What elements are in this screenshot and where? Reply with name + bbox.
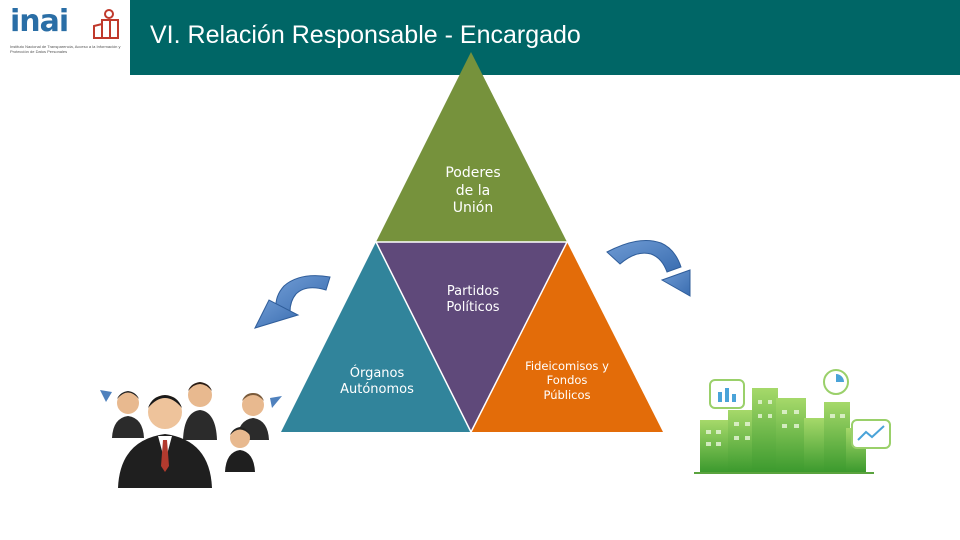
inai-logo: inai Instituto Nacional de Transparencia…	[0, 0, 130, 75]
header-bar: VI. Relación Responsable - Encargado	[130, 0, 960, 75]
city-buildings-icon	[694, 369, 891, 474]
label-fideicomisos-y-fondos-publicos: Fideicomisos y Fondos Públicos	[525, 359, 609, 402]
logo-wordmark: inai	[10, 4, 69, 39]
pie-chart-bubble-icon	[823, 369, 849, 395]
label-poderes-de-la-union: Poderes de la Unión	[445, 165, 501, 216]
page-title: VI. Relación Responsable - Encargado	[150, 21, 581, 49]
logo-fine-print: Instituto Nacional de Transparencia, Acc…	[10, 44, 121, 54]
pyramid-right-segment	[471, 242, 663, 432]
pyramid-center-segment	[376, 242, 567, 432]
business-people-icon	[100, 382, 282, 488]
label-organos-autonomos: Órganos Autónomos	[340, 366, 414, 398]
pyramid-left-segment	[281, 242, 471, 432]
line-chart-bubble-icon	[851, 419, 891, 449]
label-partidos-politicos: Partidos Políticos	[446, 284, 500, 316]
pyramid-top-segment	[376, 52, 567, 242]
bar-chart-bubble-icon	[709, 379, 745, 409]
inai-logo-icon	[93, 9, 119, 39]
curved-arrow-down-left-icon	[254, 275, 331, 329]
curved-arrow-down-right-icon	[606, 240, 691, 297]
